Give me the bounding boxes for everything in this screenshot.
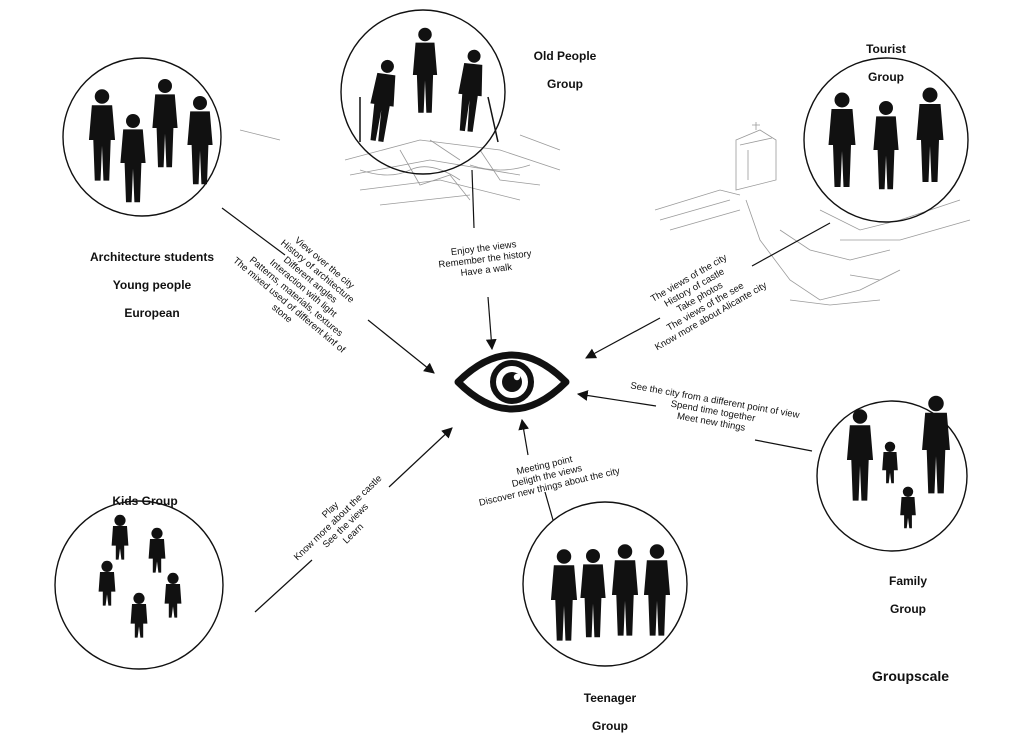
castle-sketch-left (239, 129, 561, 206)
family-label-line: Family (888, 574, 927, 588)
family-silhouettes-icon (846, 395, 950, 529)
kids-connector-b (388, 427, 453, 488)
tourist-connector-a (751, 222, 831, 267)
architecture-label-line: Architecture students (89, 250, 215, 264)
kids-group-circle[interactable] (54, 500, 224, 670)
architecture-label-line: European (124, 306, 180, 320)
elderly-silhouettes-icon (359, 27, 499, 143)
architecture-connector-a (221, 207, 286, 256)
old-people-connector-b (485, 296, 497, 351)
connectors (221, 169, 831, 613)
family-connector-a (754, 439, 813, 452)
tourist-group-circle[interactable] (803, 57, 969, 223)
family-connector-b (576, 390, 657, 407)
architecture-label-line: Young people (112, 278, 192, 292)
diagram-title: Groupscale (872, 668, 950, 684)
teenager-group-circle[interactable] (522, 501, 688, 667)
family-group-circle[interactable] (816, 400, 968, 552)
old-people-label-line: Old People (533, 49, 597, 63)
teenager-silhouettes-icon (550, 544, 671, 641)
tourist-silhouettes-icon (828, 87, 944, 190)
tourist-label-line: Tourist (866, 42, 906, 56)
architecture-connector-b (367, 319, 435, 374)
old-people-group-label: Old People Group (515, 35, 615, 105)
teenager-group-label: Teenager Group (575, 677, 645, 747)
tourist-connector-b (585, 317, 661, 359)
eye-icon (454, 351, 570, 413)
kids-label-line: Kids Group (112, 494, 178, 508)
teenager-connector-b (518, 418, 529, 456)
family-group-label: Family Group (878, 560, 938, 630)
architecture-group-label: Architecture students Young people Europ… (72, 236, 232, 334)
kids-group-label: Kids Group (95, 480, 195, 522)
old-people-connector-a (471, 169, 475, 229)
castle-sketch-right (654, 122, 971, 306)
teenager-label-line: Teenager (583, 691, 637, 705)
tourist-label-line: Group (868, 70, 904, 84)
family-label-line: Group (890, 602, 926, 616)
architecture-group-circle[interactable] (62, 57, 222, 217)
adult-silhouettes-icon (88, 79, 213, 203)
tourist-group-label: Tourist Group (856, 28, 916, 98)
kids-connector-a (254, 559, 313, 613)
old-people-group-circle[interactable] (340, 9, 506, 175)
teenager-label-line: Group (592, 719, 628, 733)
groupscale-diagram (54, 9, 971, 670)
teenager-connector-a (544, 491, 554, 521)
old-people-label-line: Group (547, 77, 583, 91)
kids-silhouettes-icon (98, 514, 182, 638)
